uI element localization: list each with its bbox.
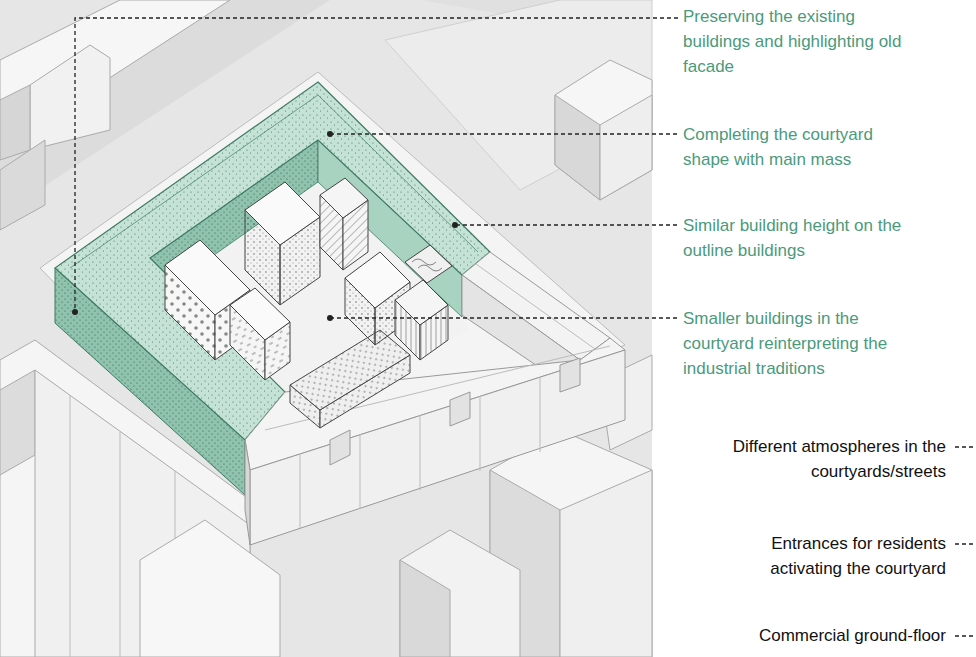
legend-callout: Different atmospheres in the courtyards/… [731,434,946,484]
design-callout: Completing the courtyard shape with main… [683,122,908,172]
legend-callout: Entrances for residents activating the c… [731,531,946,581]
legend-callout: Commercial ground-floor [731,623,946,648]
design-callout: Preserving the existing buildings and hi… [683,4,908,79]
design-callout: Similar building height on the outline b… [683,213,908,263]
design-callout: Smaller buildings in the courtyard reint… [683,306,908,381]
